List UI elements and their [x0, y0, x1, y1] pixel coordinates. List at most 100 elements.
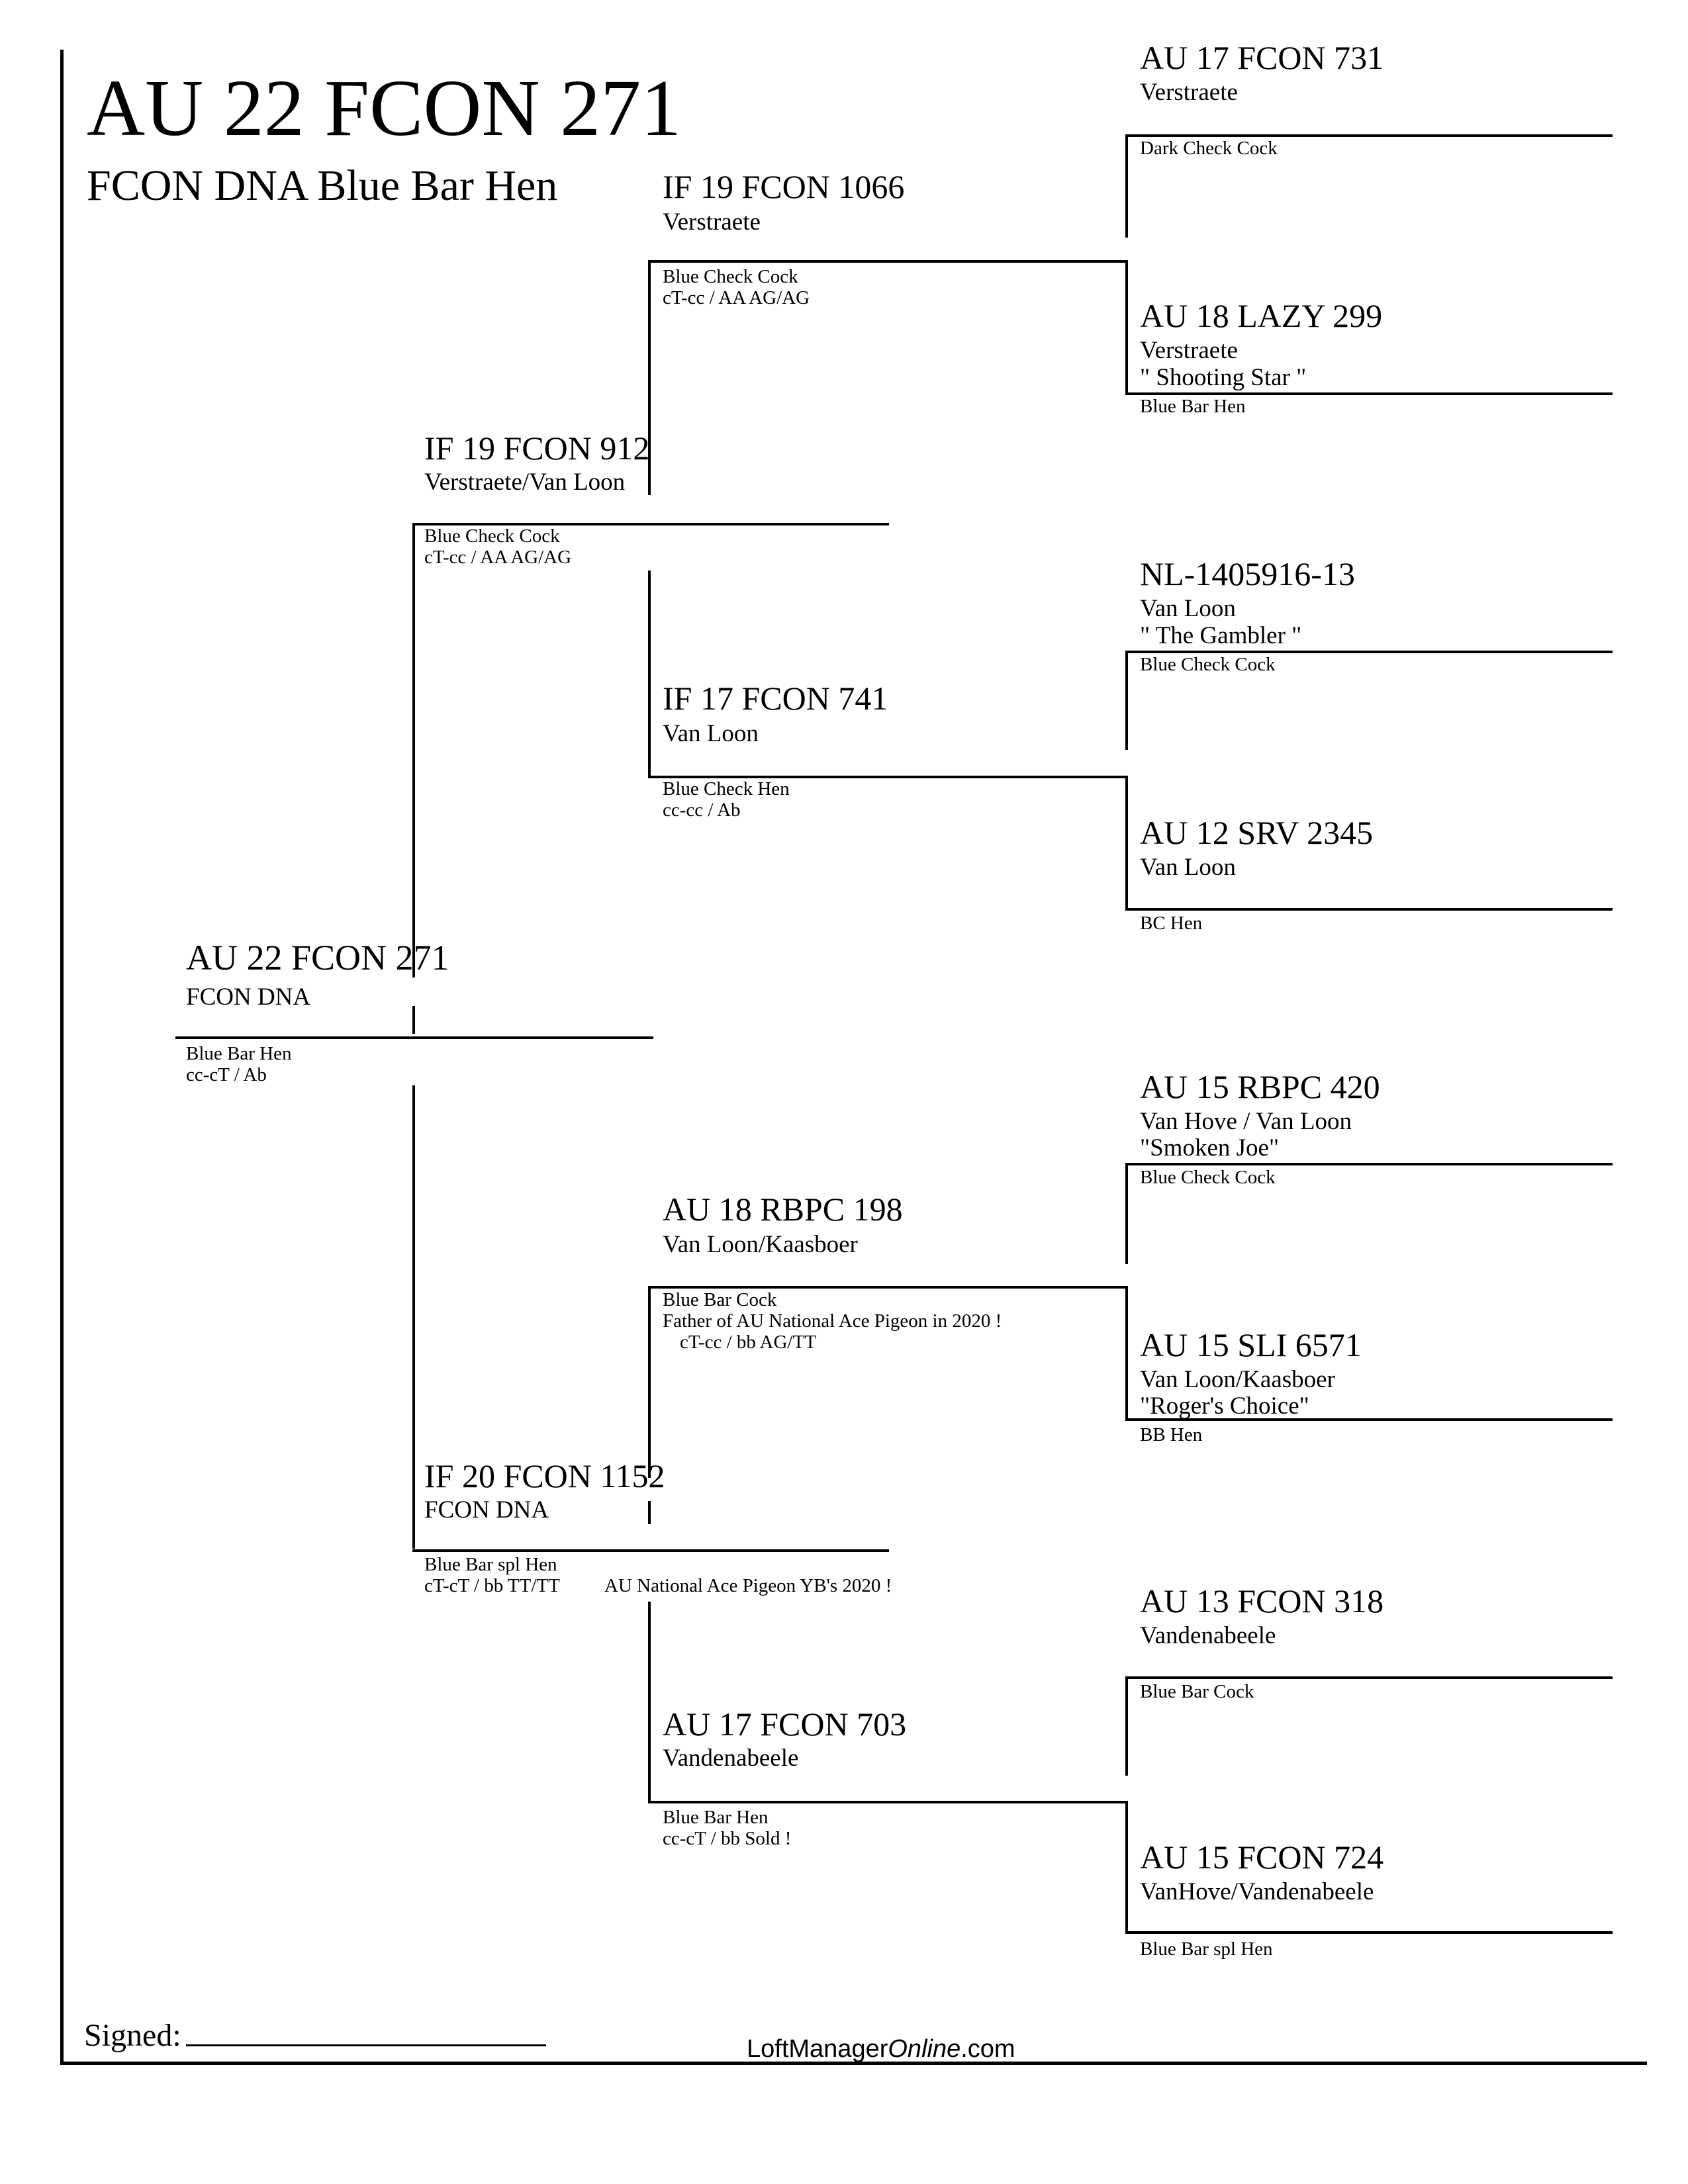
dam-note: AU National Ace Pigeon YB's 2020 !	[604, 1575, 892, 1596]
sire-dam-line	[648, 776, 1127, 778]
ggp-6-line	[1125, 1418, 1613, 1421]
dam-connector	[412, 1085, 415, 1549]
ggp-8-band: AU 15 FCON 724	[1140, 1839, 1384, 1876]
dam-dam-color: Blue Bar Hen	[663, 1807, 769, 1828]
page-subtitle: FCON DNA Blue Bar Hen	[87, 161, 558, 210]
ggp-5-band: AU 15 RBPC 420	[1140, 1068, 1380, 1105]
ggp-connector-8	[1125, 1801, 1128, 1931]
ggp-6-color: BB Hen	[1140, 1424, 1203, 1445]
dam-line	[412, 1549, 889, 1552]
ggp-7-line	[1125, 1676, 1613, 1679]
ggp-connector-4	[1125, 776, 1128, 908]
dam-dam-band: AU 17 FCON 703	[663, 1706, 907, 1743]
sire-connector	[412, 524, 415, 978]
sire-connector-mid	[648, 473, 651, 495]
footer-site-italic: Online	[888, 2035, 961, 2063]
dam-sire-line	[648, 1286, 1127, 1289]
ggp-4-band: AU 12 SRV 2345	[1140, 814, 1374, 851]
sire-dam-genes: cc-cc / Ab	[663, 799, 741, 821]
sire-sire-connector	[648, 260, 651, 482]
ggp-3-nickname: " The Gambler "	[1140, 622, 1302, 649]
sire-line	[412, 523, 889, 525]
ggp-5-color: Blue Check Cock	[1140, 1167, 1276, 1188]
ggp-2-nickname: " Shooting Star "	[1140, 364, 1307, 391]
sire-dam-band: IF 17 FCON 741	[663, 680, 888, 717]
ggp-8-breeder: VanHove/Vandenabeele	[1140, 1878, 1374, 1905]
dam-dam-genes: cc-cT / bb Sold !	[663, 1828, 792, 1849]
ggp-4-color: BC Hen	[1140, 913, 1203, 934]
subject-genes: cc-cT / Ab	[186, 1064, 267, 1085]
page-title: AU 22 FCON 271	[87, 64, 682, 153]
ggp-6-breeder: Van Loon/Kaasboer	[1140, 1366, 1335, 1393]
ggp-7-band: AU 13 FCON 318	[1140, 1582, 1384, 1619]
ggp-3-line	[1125, 651, 1613, 653]
signed-label: Signed:	[84, 2018, 181, 2053]
ggp-connector-1	[1125, 134, 1128, 238]
ggp-3-band: NL-1405916-13	[1140, 555, 1355, 592]
signature-line[interactable]	[186, 2044, 546, 2046]
dam-genes: cT-cT / bb TT/TT	[424, 1575, 560, 1596]
ggp-6-band: AU 15 SLI 6571	[1140, 1326, 1362, 1363]
sire-color: Blue Check Cock	[424, 525, 560, 547]
ggp-1-line	[1125, 134, 1613, 137]
ggp-3-breeder: Van Loon	[1140, 595, 1236, 622]
page-border-left	[60, 50, 64, 2065]
dam-color: Blue Bar spl Hen	[424, 1554, 557, 1575]
ggp-4-breeder: Van Loon	[1140, 854, 1236, 881]
ggp-6-nickname: "Roger's Choice"	[1140, 1392, 1309, 1420]
dam-sire-connector	[648, 1286, 651, 1478]
sire-dam-connector	[648, 570, 651, 776]
subject-color: Blue Bar Hen	[186, 1043, 292, 1064]
sire-sire-genes: cT-cc / AA AG/AG	[663, 287, 810, 308]
ggp-connector-6	[1125, 1286, 1128, 1418]
sire-band: IF 19 FCON 912	[424, 430, 650, 467]
sire-genes: cT-cc / AA AG/AG	[424, 547, 572, 568]
sire-sire-line	[648, 260, 1127, 263]
ggp-connector-5	[1125, 1163, 1128, 1264]
dam-connector-mid	[648, 1501, 651, 1524]
subject-breeder: FCON DNA	[186, 983, 311, 1011]
ggp-5-nickname: "Smoken Joe"	[1140, 1134, 1280, 1161]
dam-sire-breeder: Van Loon/Kaasboer	[663, 1231, 858, 1258]
subject-band: AU 22 FCON 271	[186, 938, 449, 978]
footer-website[interactable]: LoftManagerOnline.com	[747, 2036, 1015, 2062]
dam-sire-genes: cT-cc / bb AG/TT	[680, 1332, 816, 1353]
dam-sire-color: Blue Bar Cock	[663, 1289, 777, 1310]
ggp-2-band: AU 18 LAZY 299	[1140, 297, 1383, 334]
dam-breeder: FCON DNA	[424, 1496, 549, 1524]
ggp-2-color: Blue Bar Hen	[1140, 396, 1246, 417]
ggp-4-line	[1125, 908, 1613, 911]
ggp-8-line	[1125, 1931, 1613, 1934]
ggp-2-line	[1125, 392, 1613, 395]
ggp-5-line	[1125, 1163, 1613, 1165]
subject-line	[175, 1036, 653, 1039]
ggp-1-color: Dark Check Cock	[1140, 138, 1278, 159]
footer-site-suffix: .com	[961, 2035, 1015, 2063]
sire-breeder: Verstraete/Van Loon	[424, 469, 626, 496]
ggp-7-color: Blue Bar Cock	[1140, 1681, 1254, 1702]
footer-site-prefix: LoftManager	[747, 2035, 888, 2063]
dam-sire-note: Father of AU National Ace Pigeon in 2020…	[663, 1310, 1002, 1332]
ggp-connector-3	[1125, 651, 1128, 750]
sire-sire-color: Blue Check Cock	[663, 266, 798, 287]
page-border-bottom	[60, 2062, 1647, 2065]
dam-dam-breeder: Vandenabeele	[663, 1745, 799, 1772]
ggp-8-color: Blue Bar spl Hen	[1140, 1938, 1273, 1960]
sire-dam-color: Blue Check Hen	[663, 778, 790, 799]
dam-sire-band: AU 18 RBPC 198	[663, 1191, 903, 1228]
ggp-1-breeder: Verstraete	[1140, 79, 1238, 106]
sire-sire-breeder: Verstraete	[663, 208, 761, 236]
dam-dam-line	[648, 1801, 1127, 1803]
ggp-5-breeder: Van Hove / Van Loon	[1140, 1108, 1352, 1135]
ggp-3-color: Blue Check Cock	[1140, 654, 1276, 675]
ggp-1-band: AU 17 FCON 731	[1140, 39, 1384, 76]
dam-band: IF 20 FCON 1152	[424, 1457, 665, 1494]
ggp-connector-7	[1125, 1676, 1128, 1776]
subject-connector-top	[412, 1006, 415, 1034]
sire-dam-breeder: Van Loon	[663, 720, 759, 747]
ggp-7-breeder: Vandenabeele	[1140, 1622, 1276, 1649]
sire-sire-band: IF 19 FCON 1066	[663, 168, 905, 205]
ggp-connector-2	[1125, 260, 1128, 392]
dam-dam-connector	[648, 1602, 651, 1803]
